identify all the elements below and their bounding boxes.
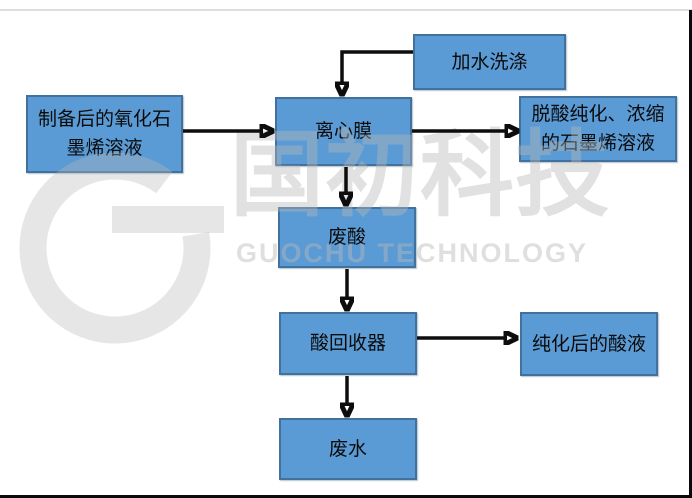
node-centrifugal-membrane: 离心膜: [275, 97, 412, 166]
node-purified-graphene-solution: 脱酸纯化、浓缩 的石墨烯溶液: [519, 96, 677, 162]
node-acid-recovery-unit: 酸回收器: [279, 312, 417, 375]
guochu-g-logo-icon: [19, 152, 224, 344]
node-prepared-graphene-oxide: 制备后的氧化石 墨烯溶液: [26, 95, 183, 173]
frame-top-line: [0, 9, 692, 11]
node-purified-acid-solution: 纯化后的酸液: [520, 312, 658, 376]
node-waste-acid: 废酸: [278, 207, 416, 268]
frame-bottom-border: [0, 495, 692, 498]
frame-right-border: [689, 10, 692, 498]
node-water-washing: 加水洗涤: [413, 34, 566, 90]
node-waste-water: 废水: [279, 418, 417, 480]
arrow-washing-to-centrifuge: [342, 50, 413, 84]
